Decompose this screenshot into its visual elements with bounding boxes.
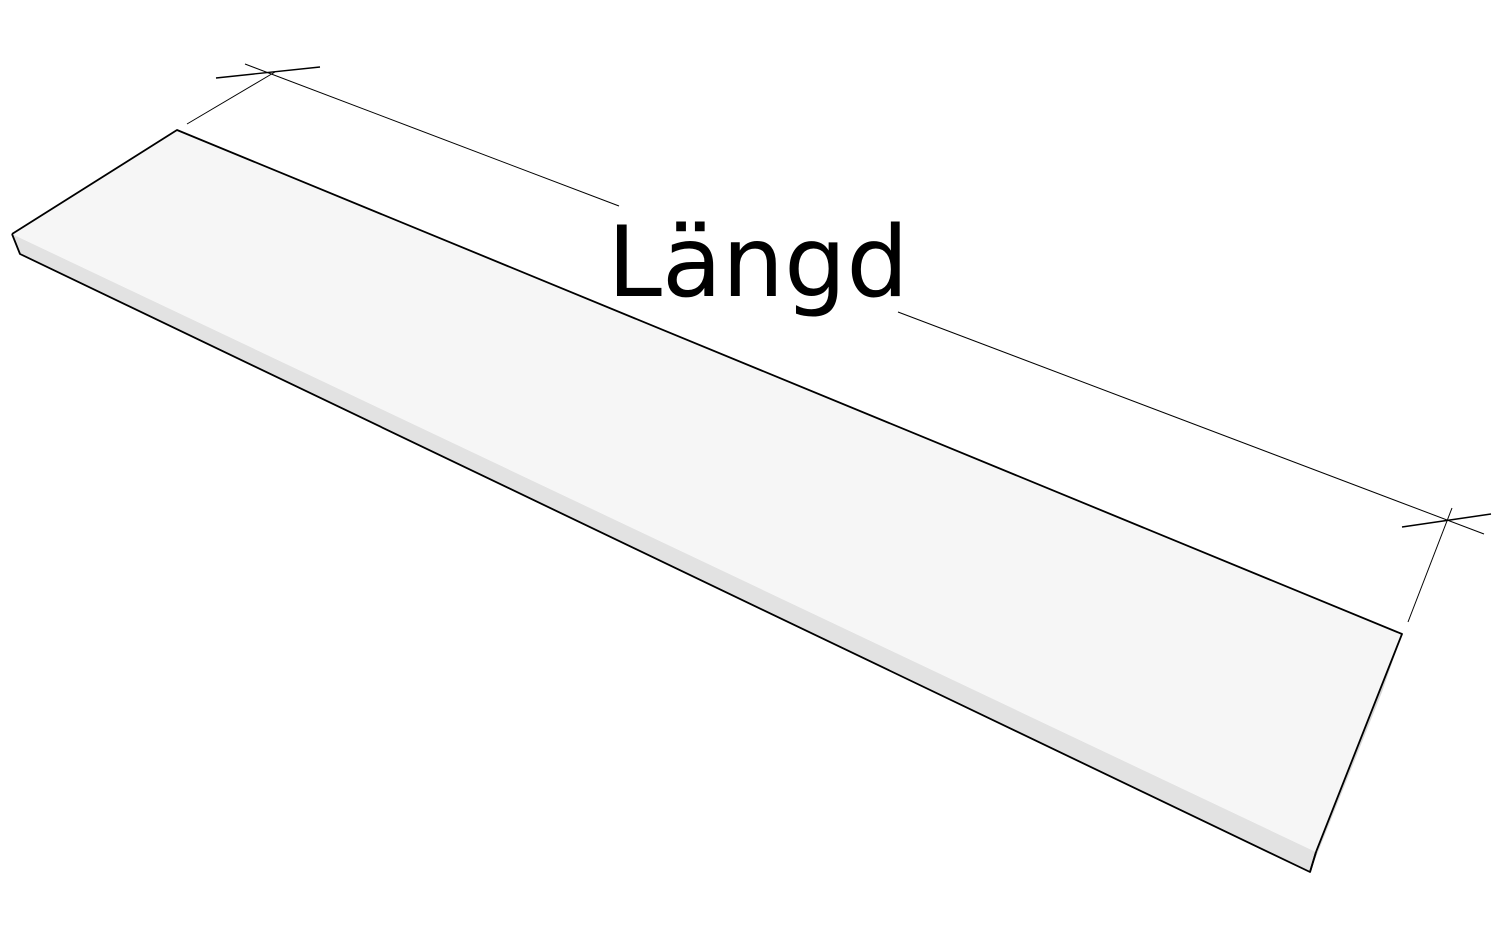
extension-line-right — [1407, 507, 1453, 623]
board-outline — [11, 129, 1403, 853]
tick-mark-right — [1401, 513, 1492, 528]
dimension-label: Längd — [607, 206, 908, 320]
board — [11, 129, 1403, 873]
extension-line-left — [186, 71, 276, 125]
length-dimension: Längd — [186, 63, 1492, 623]
board-end-bottom-edge — [1309, 851, 1317, 873]
tick-mark-left — [215, 66, 321, 79]
board-front-edge-face — [12, 234, 1316, 872]
dimension-line-right-segment — [897, 311, 1485, 535]
dimension-line-left-segment — [244, 63, 620, 207]
board-top-face — [12, 130, 1402, 852]
